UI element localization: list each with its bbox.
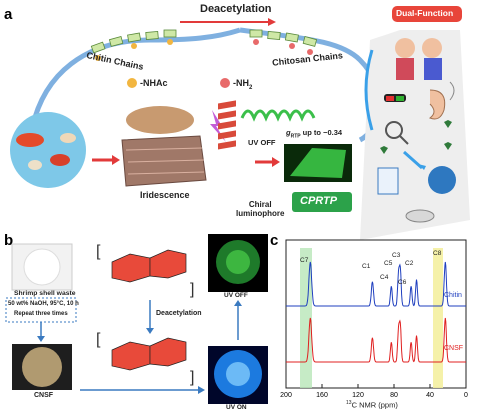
globe-icon <box>428 166 456 194</box>
uv-off-label-b: UV OFF <box>224 292 248 299</box>
peak-label-c4: C4 <box>380 274 389 281</box>
iridescence-label: Iridescence <box>140 190 190 200</box>
peak-label-c7: C7 <box>300 257 309 264</box>
peak-label-c1: C1 <box>362 263 371 270</box>
nhac-label: -NHAc <box>140 78 168 88</box>
x-tick-label: 200 <box>280 392 292 399</box>
deacetylation-label: Deacetylation <box>200 3 272 15</box>
deacetylation-label-b: Deacetylation <box>156 310 202 317</box>
cprtp-badge <box>292 192 352 212</box>
svg-text:]: ] <box>190 281 194 298</box>
peak-label-c6: C6 <box>398 279 407 286</box>
peak-label-c8: C8 <box>433 250 442 257</box>
cprtp-label: CPRTP <box>300 195 338 207</box>
panel-c-letter: c <box>270 232 279 249</box>
person-icon-1 <box>395 38 415 58</box>
plant-icons <box>380 120 452 154</box>
conditions-box <box>5 297 77 323</box>
person-icon-2 <box>422 38 442 58</box>
peak-label-c2: C2 <box>405 260 414 267</box>
x-tick-label: 0 <box>464 392 468 399</box>
conditions-line-1: 50 wt% NaOH, 95°C, 10 h <box>8 301 79 307</box>
chain-rings <box>90 29 318 54</box>
svg-text:[: [ <box>96 331 101 348</box>
series-label-chitin: Chitin <box>444 292 462 299</box>
petri-dish-icon <box>405 209 435 223</box>
g-rtp-label: gRTP up to −0.34 <box>286 128 343 140</box>
x-axis-ticks: 200 160 120 80 40 0 <box>280 384 468 399</box>
conditions-line-2: Repeat three times <box>14 311 68 317</box>
x-tick-label: 80 <box>390 392 398 399</box>
nh2-label: -NH2 <box>233 78 253 91</box>
dual-function-label: Dual-Function <box>396 8 454 18</box>
series-label-cnsf: CNSF <box>444 345 464 352</box>
c8-highlight-band <box>433 248 443 388</box>
peak-label-c3: C3 <box>392 252 401 259</box>
substituent-dots <box>95 39 313 61</box>
chitin-spectrum-line <box>286 261 466 307</box>
nhac-dot <box>127 78 137 88</box>
shrimp-icon <box>16 133 44 147</box>
cnsf-spectrum-line <box>286 317 466 363</box>
panel-b-letter: b <box>4 232 14 249</box>
peak-label-c5: C5 <box>384 260 393 267</box>
clam-icon <box>28 160 42 170</box>
svg-text:[: [ <box>96 243 101 260</box>
panel-a-letter: a <box>4 6 13 23</box>
cnsf-label-b: CNSF <box>34 392 54 399</box>
uv-on-label-b: UV ON <box>226 404 247 411</box>
chitin-structure <box>111 249 187 283</box>
uv-off-label-a: UV OFF <box>248 138 276 147</box>
svg-text:]: ] <box>190 369 194 386</box>
nmr-plot-frame <box>285 239 467 389</box>
seafood-circle <box>10 112 86 188</box>
shrimp-photo <box>126 106 194 134</box>
dual-function-badge <box>392 6 462 22</box>
ear-icon <box>428 89 446 120</box>
document-icon <box>377 167 399 195</box>
x-tick-label: 120 <box>352 392 364 399</box>
chiral-stack <box>218 100 236 150</box>
crab-icon <box>50 154 70 166</box>
shrimp-shell-label: Shrimp shell waste <box>14 290 76 297</box>
helix-icon <box>240 109 316 122</box>
chitosan-structure <box>111 337 187 371</box>
nh2-dot <box>220 78 230 88</box>
shell-icon <box>60 133 76 143</box>
magnifier-icon <box>385 121 403 139</box>
x-tick-label: 40 <box>426 392 434 399</box>
x-axis-title: 13C NMR (ppm) <box>346 400 398 410</box>
x-tick-label: 160 <box>316 392 328 399</box>
